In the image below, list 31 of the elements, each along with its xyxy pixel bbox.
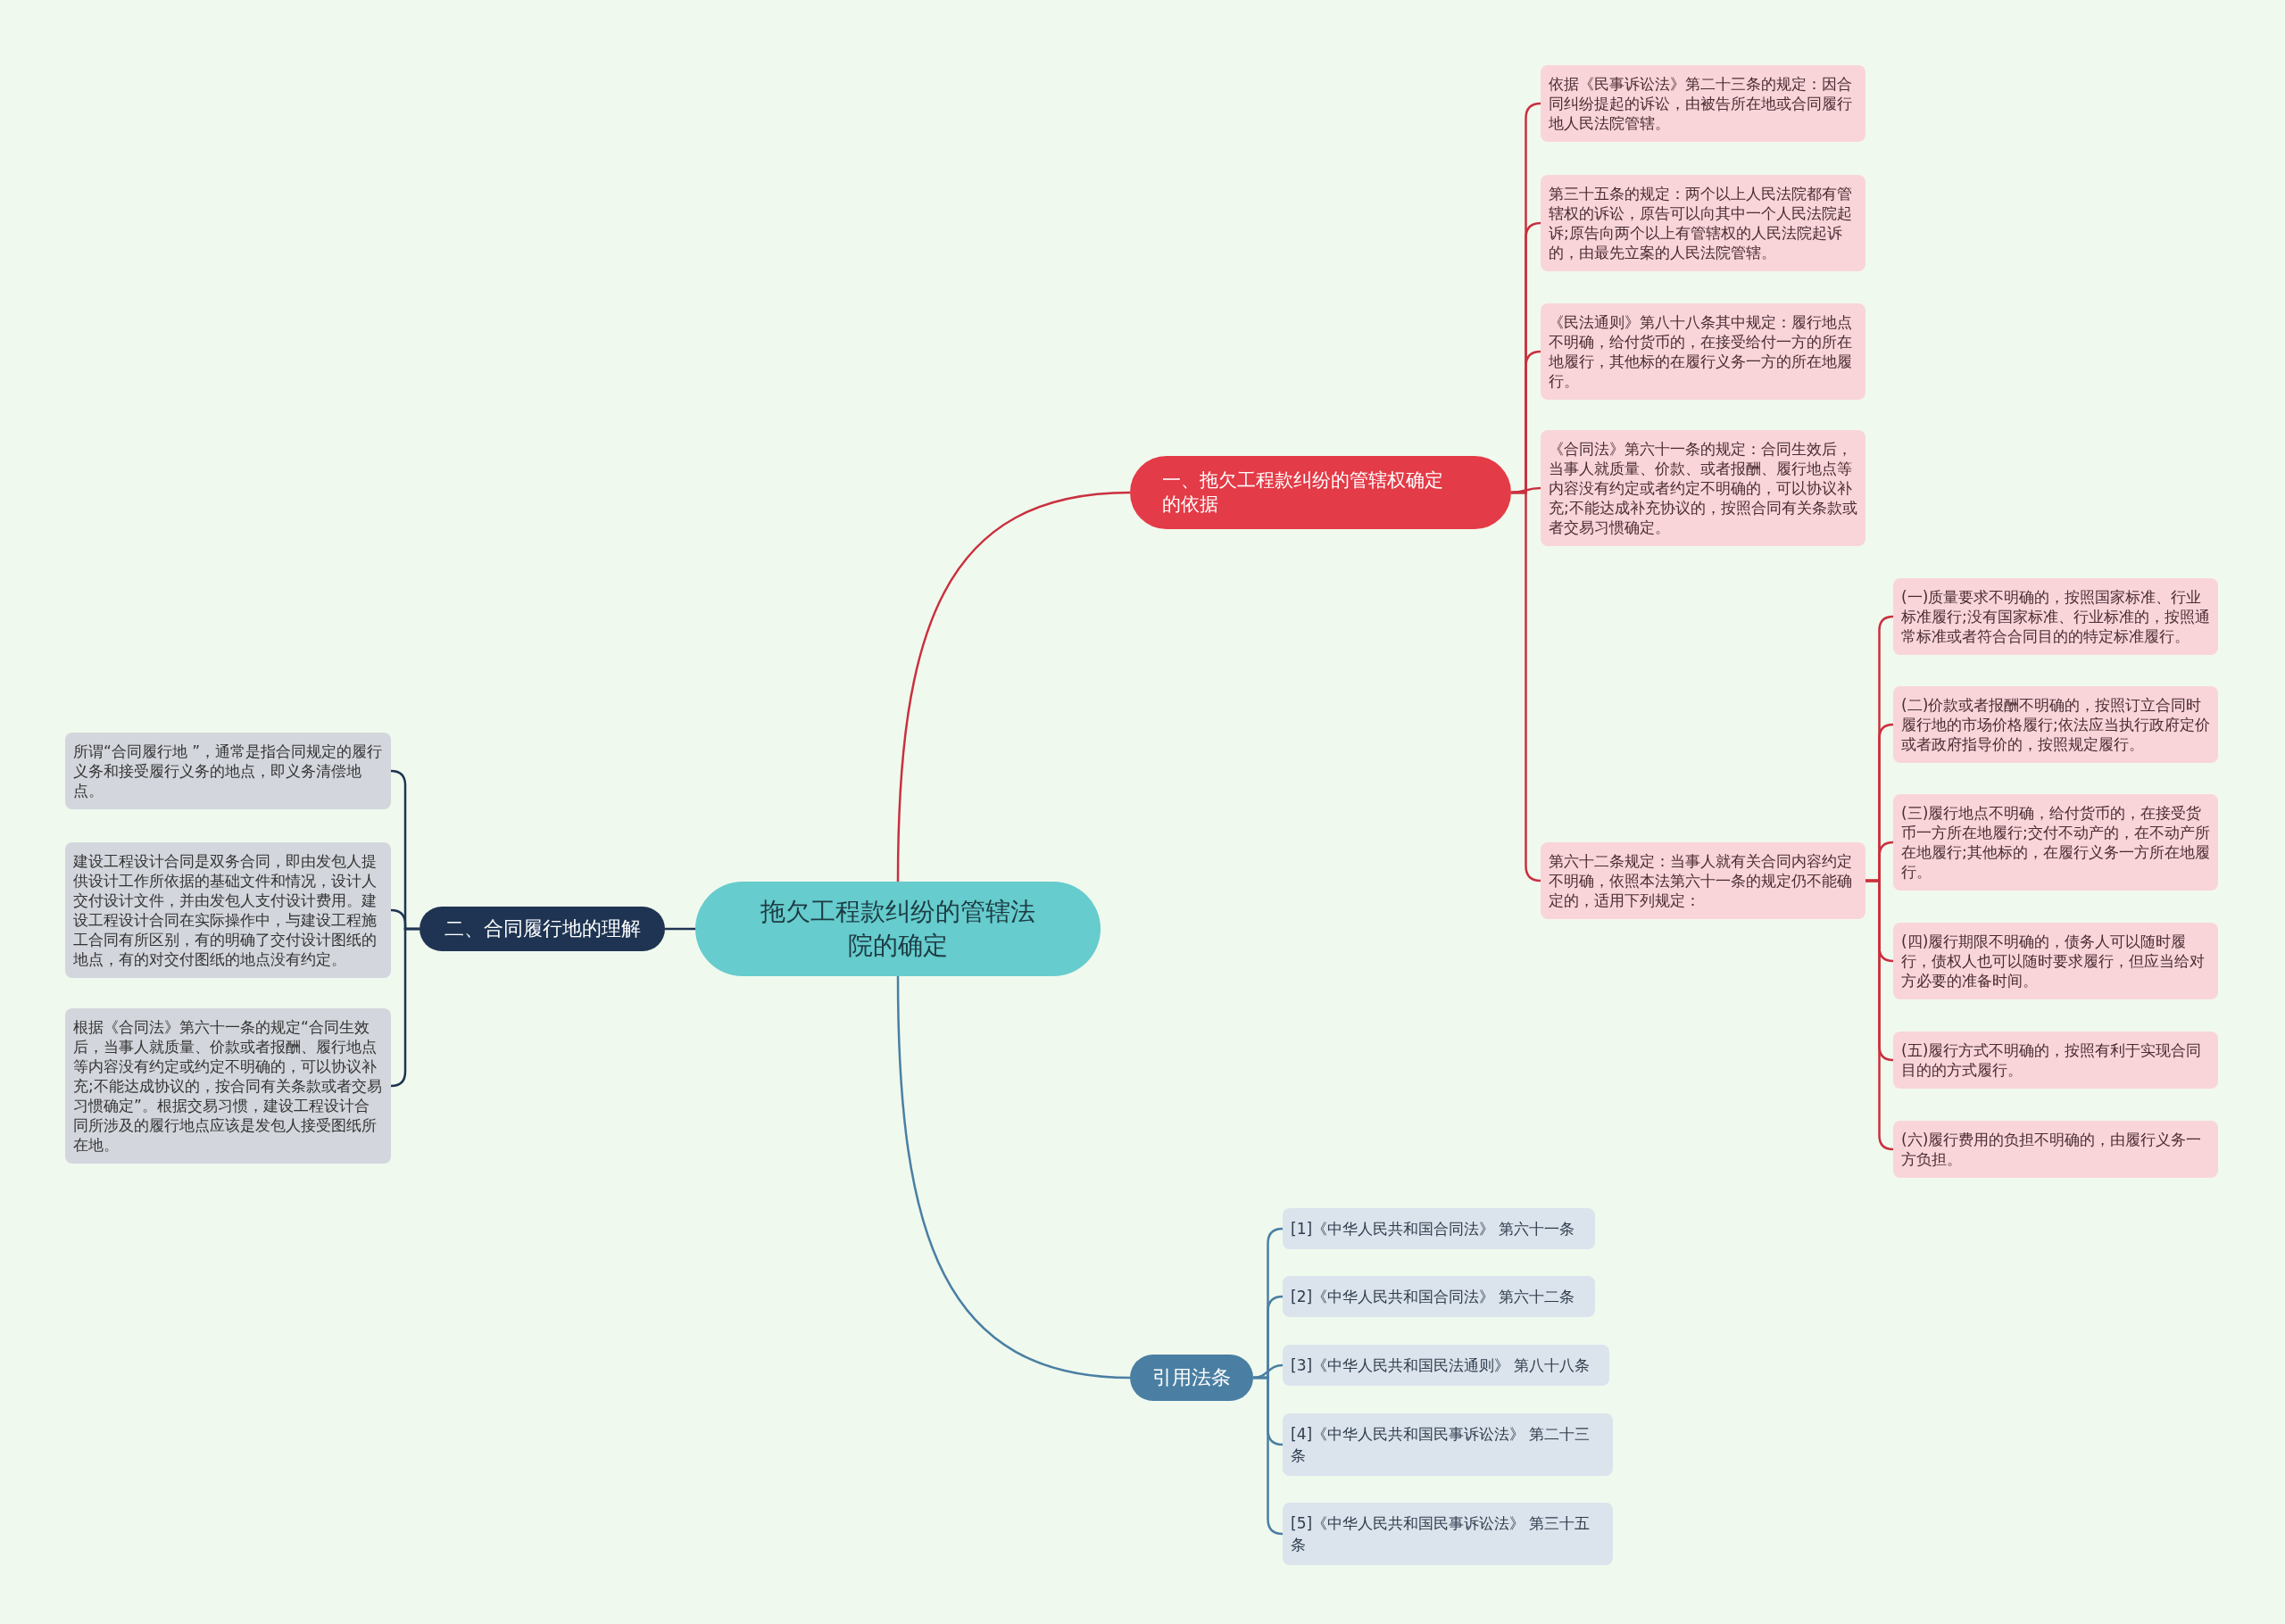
branch-line xyxy=(1865,879,1895,1151)
branch-line xyxy=(896,975,1131,1380)
reference-box: [2]《中华人民共和国合同法》 第六十二条 xyxy=(1283,1276,1595,1317)
note-box: 《合同法》第六十一条的规定：合同生效后，当事人就质量、价款、或者报酬、履行地点等内容没有约定或者约定不明确的，可以协议补充;不能达成补充协议的，按照合同有关条款或者交易习惯确定。 xyxy=(1541,430,1865,546)
note-box: (二)价款或者报酬不明确的，按照订立合同时履行地的市场价格履行;依法应当执行政府定价或者政府指导价的，按照规定履行。 xyxy=(1893,686,2218,763)
topic-pill: 二、合同履行地的理解 xyxy=(420,907,665,951)
note-box: 建设工程设计合同是双务合同，即由发包人提供设计工作所依据的基础文件和情况，设计人交付设计文件，并由发包人支付设计费用。建设工程设计合同在实际操作中，与建设工程施工合同有所区别，有的明确了交付设计图纸的地点，有的对交付图纸的地点没有约定。 xyxy=(65,842,391,978)
central-topic: 拖欠工程款纠纷的管辖法院的确定 xyxy=(695,882,1101,976)
topic-pill: 引用法条 xyxy=(1130,1355,1253,1401)
note-box: (一)质量要求不明确的，按照国家标准、行业标准履行;没有国家标准、行业标准的，按照通常标准或者符合合同目的的特定标准履行。 xyxy=(1893,578,2218,655)
note-box: 第六十二条规定：当事人就有关合同内容约定不明确，依照本法第六十一条的规定仍不能确定的，适用下列规定： xyxy=(1541,842,1865,919)
note-box: 依据《民事诉讼法》第二十三条的规定：因合同纠纷提起的诉讼，由被告所在地或合同履行地人民法院管辖。 xyxy=(1541,65,1865,142)
reference-box: [1]《中华人民共和国合同法》 第六十一条 xyxy=(1283,1208,1595,1249)
note-box: (五)履行方式不明确的，按照有利于实现合同目的的方式履行。 xyxy=(1893,1032,2218,1089)
branch-line xyxy=(1511,491,1542,882)
note-box: 第三十五条的规定：两个以上人民法院都有管辖权的诉讼，原告可以向其中一个人民法院起诉;原告向两个以上有管辖权的人民法院起诉的，由最先立案的人民法院管辖。 xyxy=(1541,175,1865,271)
branch-line xyxy=(1252,1363,1284,1380)
branch-line xyxy=(389,927,420,1088)
note-box: (四)履行期限不明确的，债务人可以随时履行，债权人也可以随时要求履行，但应当给对方必要的准备时间。 xyxy=(1893,923,2218,999)
topic-pill: 一、拖欠工程款纠纷的管辖权确定的依据 xyxy=(1130,456,1511,529)
branch-line xyxy=(896,491,1131,882)
note-box: (六)履行费用的负担不明确的，由履行义务一方负担。 xyxy=(1893,1121,2218,1178)
note-box: 所谓“合同履行地 ”，通常是指合同规定的履行义务和接受履行义务的地点，即义务清偿地点。 xyxy=(65,733,391,809)
note-box: 根据《合同法》第六十一条的规定“合同生效后，当事人就质量、价款或者报酬、履行地点等内容没有约定或约定不明确的，可以协议补充;不能达成协议的，按合同有关条款或者交易习惯确定”。根据交易习惯，建设工程设计合同所涉及的履行地点应该是发包人接受图纸所在地。 xyxy=(65,1008,391,1164)
reference-box: [4]《中华人民共和国民事诉讼法》 第二十三条 xyxy=(1283,1413,1613,1476)
reference-box: [5]《中华人民共和国民事诉讼法》 第三十五条 xyxy=(1283,1503,1613,1565)
reference-box: [3]《中华人民共和国民法通则》 第八十八条 xyxy=(1283,1345,1609,1386)
branch-line xyxy=(665,927,695,931)
note-box: 《民法通则》第八十八条其中规定：履行地点不明确，给付货币的，在接受给付一方的所在地履行，其他标的在履行义务一方的所在地履行。 xyxy=(1541,303,1865,400)
note-box: (三)履行地点不明确，给付货币的，在接受货币一方所在地履行;交付不动产的，在不动产所在地履行;其他标的，在履行义务一方所在地履行。 xyxy=(1893,794,2218,891)
branch-line xyxy=(1253,1376,1284,1536)
